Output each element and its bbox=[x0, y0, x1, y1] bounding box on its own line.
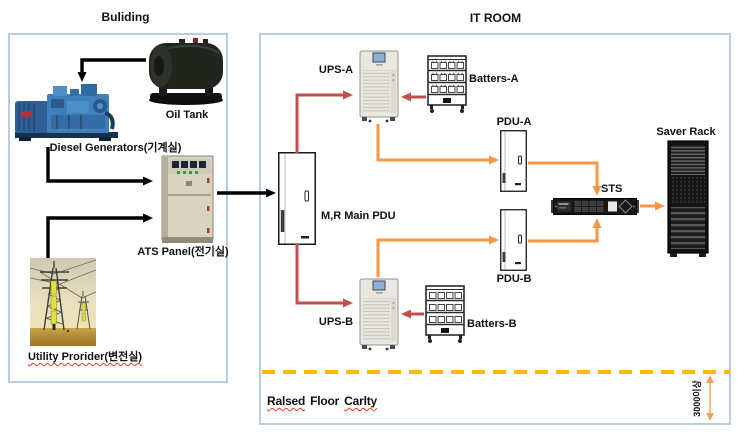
sts-illustration bbox=[551, 198, 639, 215]
it-room-title: IT ROOM bbox=[469, 11, 522, 25]
pdu-b-label: PDU-B bbox=[496, 273, 532, 285]
ups-a-label: UPS-A bbox=[318, 64, 354, 76]
main-pdu-illustration bbox=[278, 152, 316, 245]
raised-floor-label: Ralsed Floor Carlty bbox=[267, 394, 377, 408]
raised-floor-word-1: Ralsed bbox=[267, 394, 306, 408]
ups-b-unit bbox=[357, 277, 401, 352]
utility-towers-illustration bbox=[30, 258, 96, 346]
sts-label: STS bbox=[601, 183, 623, 195]
ats-panel-label: ATS Panel(전기실) bbox=[137, 246, 229, 258]
pdu-a-illustration bbox=[500, 130, 527, 192]
raised-floor-word-3: Carlty bbox=[344, 394, 377, 408]
building-title: Buliding bbox=[101, 10, 150, 24]
raised-floor-word-2: Floor bbox=[310, 394, 340, 408]
diesel-generator-image bbox=[13, 81, 121, 143]
server-rack-illustration bbox=[667, 140, 709, 257]
ats-panel-image bbox=[157, 154, 217, 245]
battery-rack-a-illustration bbox=[427, 55, 467, 113]
utility-towers-image bbox=[30, 258, 96, 346]
server-rack-label: Saver Rack bbox=[656, 126, 716, 138]
sts-unit bbox=[551, 196, 639, 217]
ats-panel-illustration bbox=[161, 155, 214, 243]
battery-rack-b-illustration bbox=[425, 285, 465, 343]
main-pdu-cabinet bbox=[278, 152, 316, 245]
battery-b-label: Batters-B bbox=[467, 318, 517, 330]
pdu-b-illustration bbox=[500, 209, 527, 271]
diesel-generator-illustration bbox=[15, 84, 118, 141]
ups-b-illustration bbox=[359, 278, 399, 351]
pdu-a-cabinet bbox=[500, 130, 527, 192]
pdu-a-label: PDU-A bbox=[496, 116, 532, 128]
main-pdu-label: M,R Main PDU bbox=[321, 210, 396, 222]
battery-a-label: Batters-A bbox=[469, 73, 519, 85]
ups-a-illustration bbox=[359, 50, 399, 123]
ups-b-label: UPS-B bbox=[318, 316, 354, 328]
oil-tank-image bbox=[146, 37, 226, 107]
pdu-b-cabinet bbox=[500, 209, 527, 271]
it-room-zone-box bbox=[259, 33, 731, 425]
ups-a-unit bbox=[357, 49, 401, 124]
utility-provider-label: Utility Prorider(변전실) bbox=[27, 351, 143, 363]
diesel-generator-label: Diesel Generators(기계실) bbox=[49, 142, 182, 154]
floor-depth-label: 3000이상 bbox=[691, 379, 702, 417]
battery-rack-a bbox=[426, 54, 468, 114]
oil-tank-label: Oil Tank bbox=[165, 109, 209, 121]
server-rack-image bbox=[667, 140, 709, 258]
battery-rack-b bbox=[424, 284, 466, 344]
oil-tank-illustration bbox=[149, 38, 223, 105]
